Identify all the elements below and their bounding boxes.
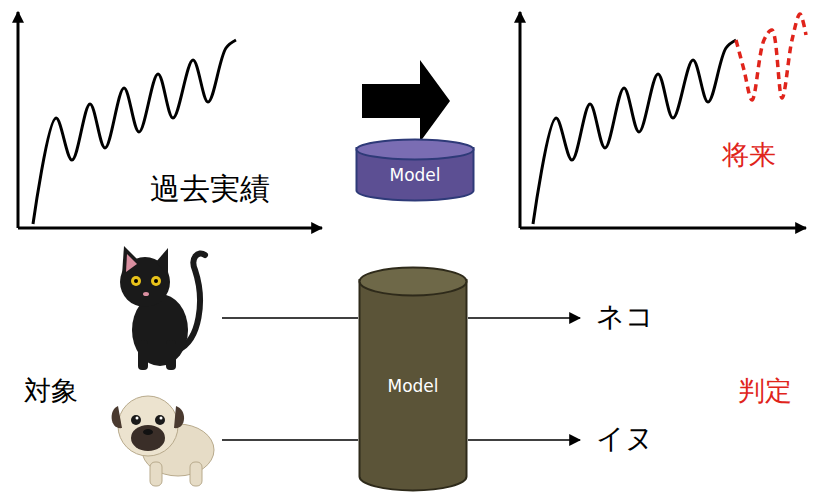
group-label: 判定 — [738, 376, 792, 406]
chart-axes — [18, 12, 806, 228]
big-arrow — [362, 60, 450, 142]
output-label: ネコ — [596, 302, 654, 333]
dog-picture — [112, 396, 214, 486]
forecast-series — [736, 14, 806, 100]
model-cylinder: Model — [355, 138, 475, 202]
model-label: Model — [389, 165, 440, 185]
chart-label: 過去実績 — [150, 172, 270, 205]
model-cylinder: Model — [358, 266, 468, 492]
output-label: イヌ — [596, 424, 654, 455]
past-series — [533, 40, 736, 224]
model-label: Model — [387, 376, 438, 396]
chart-label: 将来 — [722, 140, 776, 170]
cat-picture — [120, 246, 205, 370]
group-label: 対象 — [24, 376, 78, 406]
